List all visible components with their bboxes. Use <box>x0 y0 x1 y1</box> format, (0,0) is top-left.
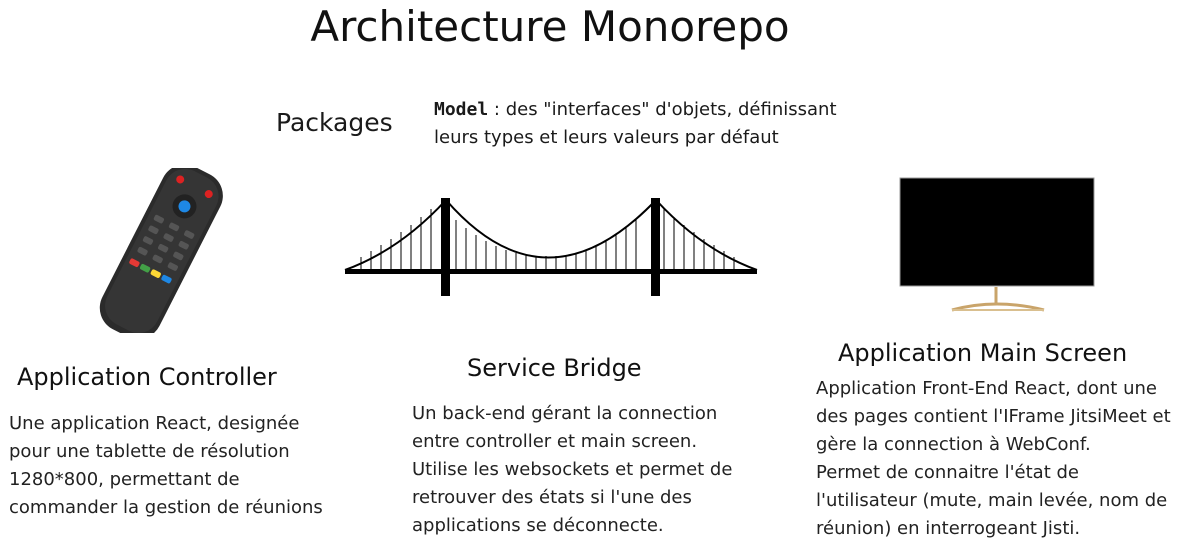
remote-control-icon <box>70 168 250 333</box>
controller-description: Une application React, designée pour une… <box>9 410 323 522</box>
bridge-line: Un back-end gérant la connection <box>412 400 732 428</box>
controller-line: 1280*800, permettant de <box>9 466 323 494</box>
controller-line: pour une tablette de résolution <box>9 438 323 466</box>
packages-label: Packages <box>276 108 393 137</box>
main-screen-line: l'utilisateur (mute, main levée, nom de <box>816 487 1171 515</box>
monitor-icon <box>898 176 1098 316</box>
bridge-line: retrouver des états si l'une des <box>412 484 732 512</box>
controller-heading: Application Controller <box>17 363 277 391</box>
model-description: Model : des "interfaces" d'objets, défin… <box>434 96 854 152</box>
bridge-description: Un back-end gérant la connection entre c… <box>412 400 732 540</box>
bridge-line: entre controller et main screen. <box>412 428 732 456</box>
main-screen-line: Permet de connaitre l'état de <box>816 459 1171 487</box>
main-screen-line: gère la connection à WebConf. <box>816 431 1171 459</box>
bridge-heading: Service Bridge <box>467 354 642 382</box>
main-screen-line: Application Front-End React, dont une <box>816 375 1171 403</box>
bridge-line: Utilise les websockets et permet de <box>412 456 732 484</box>
main-screen-line: réunion) en interrogeant Jisti. <box>816 515 1171 543</box>
model-term: Model <box>434 99 488 120</box>
controller-line: Une application React, designée <box>9 410 323 438</box>
main-screen-description: Application Front-End React, dont une de… <box>816 375 1171 543</box>
main-screen-heading: Application Main Screen <box>838 339 1127 367</box>
page-title: Architecture Monorepo <box>0 2 1100 51</box>
controller-line: commander la gestion de réunions <box>9 494 323 522</box>
bridge-line: applications se déconnecte. <box>412 512 732 540</box>
main-screen-line: des pages contient l'IFrame JitsiMeet et <box>816 403 1171 431</box>
suspension-bridge-icon <box>340 195 765 300</box>
model-text: : des "interfaces" d'objets, définissant… <box>434 99 837 148</box>
